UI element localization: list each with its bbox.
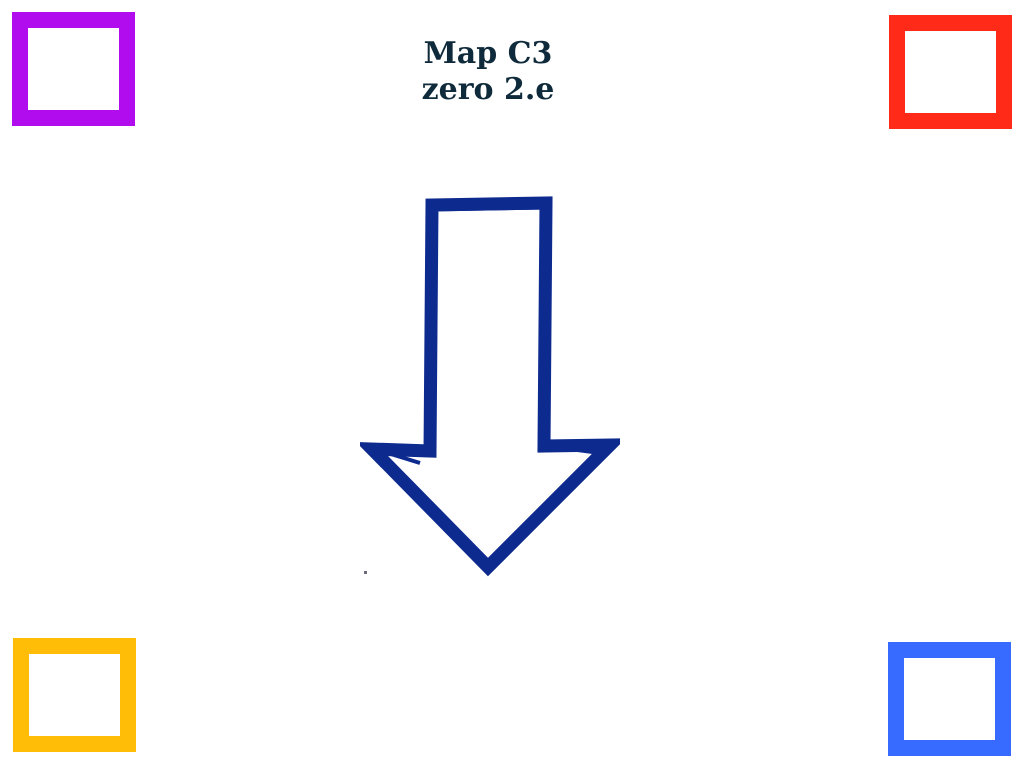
top-right-target-box[interactable] <box>889 15 1012 129</box>
page-title: Map C3 zero 2.e <box>338 36 638 108</box>
title-line-2: zero 2.e <box>421 72 555 107</box>
top-left-target-box[interactable] <box>12 12 135 126</box>
arrow-outline <box>360 196 620 577</box>
title-line-1: Map C3 <box>423 36 553 71</box>
bottom-right-target-box[interactable] <box>888 642 1011 756</box>
stray-dot <box>364 571 367 574</box>
bottom-left-target-box[interactable] <box>13 638 136 752</box>
down-arrow-icon <box>360 195 620 580</box>
